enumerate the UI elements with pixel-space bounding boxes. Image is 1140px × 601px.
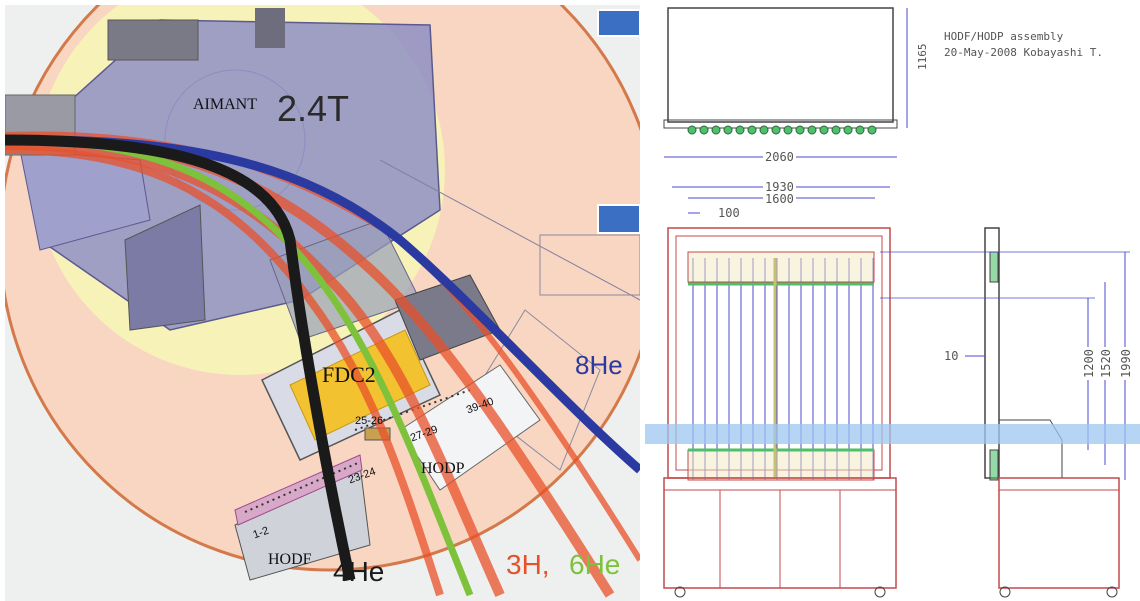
side-wheel-left (999, 586, 1011, 598)
dim-label-1990: 1990 (1119, 347, 1133, 380)
left-panel-spectrometer (5, 5, 640, 601)
side-frame-2 (469, 309, 601, 471)
scintillator-bars (692, 258, 874, 480)
hodp-label: HODP (421, 460, 465, 477)
dim-label-2060: 2060 (763, 150, 796, 164)
wheel-right (874, 586, 886, 598)
dim-label-100: 100 (718, 206, 740, 220)
right-panel-drawing (663, 7, 1130, 598)
4he-label: 4He (333, 556, 385, 587)
frame-line (379, 159, 640, 301)
track-4he (5, 134, 356, 582)
upper-column (255, 8, 285, 48)
beam-height-band (645, 424, 1140, 444)
dim-label-1200: 1200 (1082, 347, 1096, 380)
wheel-left (674, 586, 686, 598)
dim-label-1930: 1930 (763, 180, 796, 194)
top-view-box (667, 7, 894, 123)
6he-label: 6He (569, 549, 621, 580)
side-stand (998, 477, 1120, 589)
side-detector-frame (539, 234, 640, 296)
bars-25-26-label: 25-26 (355, 415, 384, 427)
lower-pmt-block (687, 449, 875, 481)
field-strength-label: 2.4T (277, 88, 350, 129)
top-view-pmt-row (687, 125, 877, 135)
8he-label: 8He (575, 350, 623, 380)
yoke-lower-block (124, 204, 206, 331)
top-view-base (663, 119, 898, 129)
dim-label-1520: 1520 (1099, 347, 1113, 380)
side-upper-pmt (989, 251, 999, 283)
side-lower-pmt (989, 449, 999, 481)
marker-top (597, 9, 640, 37)
upper-pmt-block (687, 251, 875, 283)
3h-label: 3H, (506, 549, 550, 580)
dim-label-10: 10 (944, 349, 959, 363)
hodf-label: HODF (268, 551, 312, 568)
dim-label-1600: 1600 (763, 192, 796, 206)
drawing-date-author: 20-May-2008 Kobayashi T. (944, 46, 1103, 59)
fdc2-label: FDC2 (322, 362, 376, 387)
marker-mid (597, 204, 640, 234)
side-wheel-right (1106, 586, 1118, 598)
pump-unit (107, 19, 199, 61)
magnet-label: AIMANT (193, 96, 257, 113)
dim-label-1165: 1165 (916, 43, 929, 71)
drawing-title: HODF/HODP assembly (944, 30, 1064, 43)
